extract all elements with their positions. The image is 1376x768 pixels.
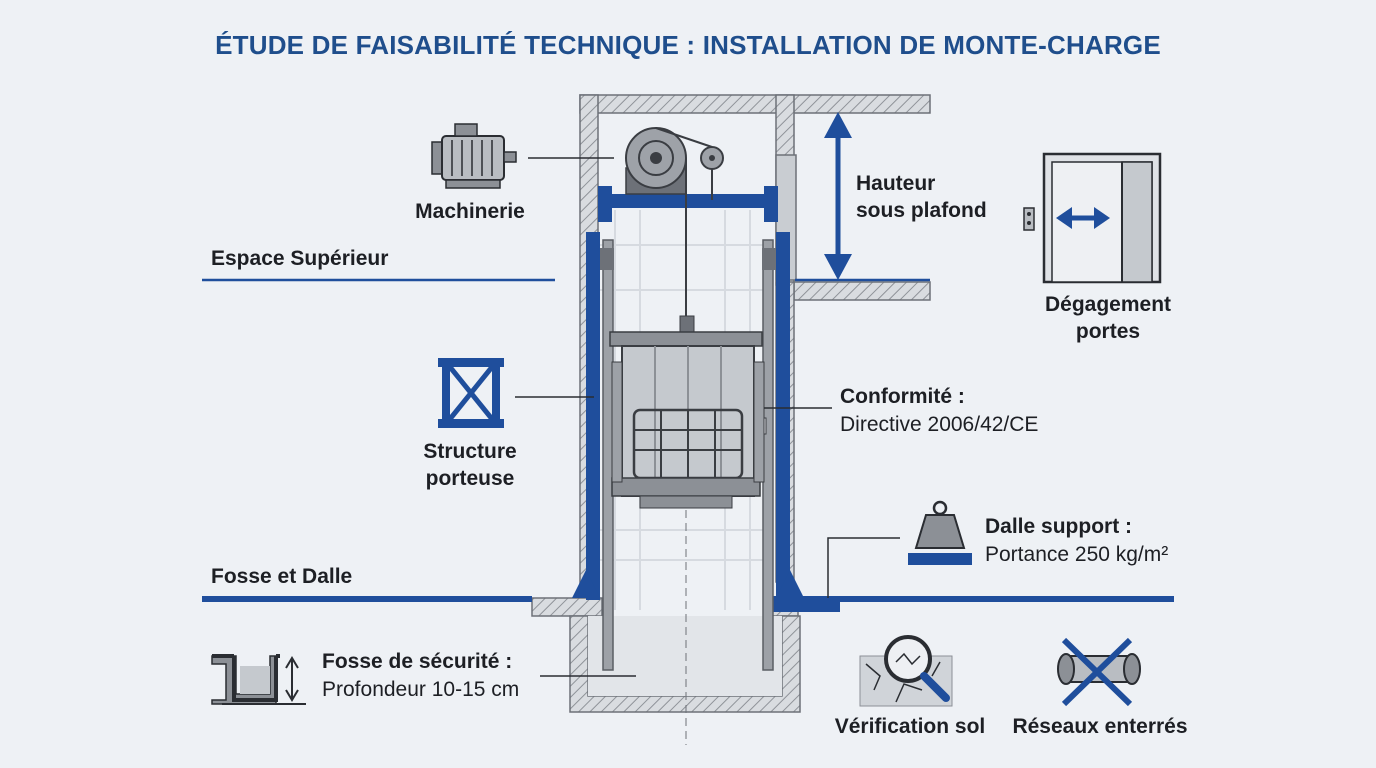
- pit-icon: [211, 654, 306, 705]
- height-label-line1: Hauteur: [856, 172, 936, 195]
- structure-label-line1: Structure: [423, 440, 517, 463]
- lift-cabin: [609, 315, 767, 509]
- pit-walls: [531, 597, 801, 713]
- soil-label: Vérification sol: [834, 715, 986, 738]
- door-label-line2: portes: [1075, 320, 1141, 343]
- slab-title: Dalle support :: [985, 515, 1133, 538]
- section-pit-label: Fosse et Dalle: [211, 565, 353, 588]
- section-rules: [202, 278, 1174, 602]
- blue-frame: [572, 186, 840, 612]
- structure-label-line2: porteuse: [425, 467, 515, 490]
- page-title: ÉTUDE DE FAISABILITÉ TECHNIQUE : INSTALL…: [215, 30, 1161, 60]
- door-label-line1: Dégagement: [1044, 293, 1172, 316]
- pit-title: Fosse de sécurité :: [322, 650, 513, 673]
- hoist-pulley: [625, 127, 724, 318]
- truss-icon: [438, 358, 504, 428]
- machinery-label: Machinerie: [415, 200, 525, 223]
- leader-lines: [515, 157, 900, 677]
- weight-icon: [908, 500, 972, 565]
- door-icon: [1023, 152, 1162, 284]
- motor-icon: [431, 123, 517, 189]
- magnifier-icon: [859, 635, 953, 707]
- section-upper-label: Espace Supérieur: [211, 247, 389, 270]
- pipe-crossed-icon: [1057, 637, 1141, 707]
- networks-label: Réseaux enterrés: [1012, 715, 1188, 738]
- compliance-value: Directive 2006/42/CE: [840, 413, 1039, 436]
- pit-value: Profondeur 10-15 cm: [322, 678, 520, 701]
- slab-value: Portance 250 kg/m²: [985, 543, 1169, 566]
- compliance-title: Conformité :: [840, 385, 965, 408]
- height-label-line2: sous plafond: [856, 199, 987, 222]
- height-arrow: [824, 112, 852, 280]
